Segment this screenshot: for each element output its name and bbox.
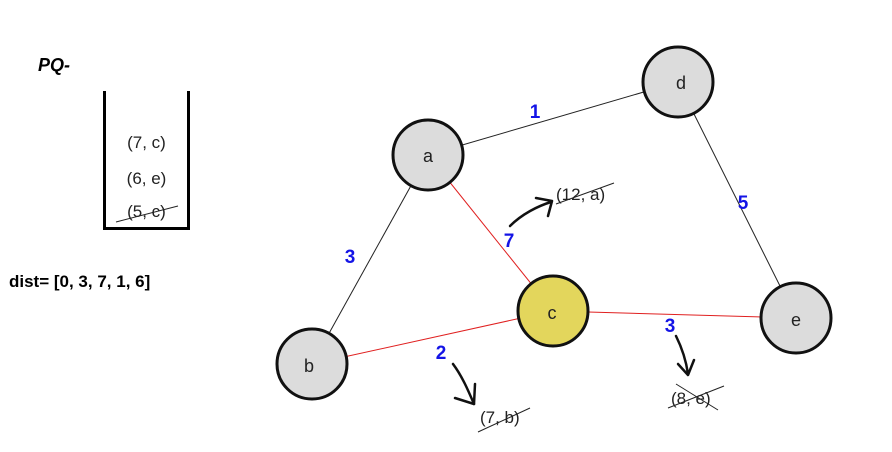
graph-node-d: d [641, 45, 715, 119]
pq-item-crossed: (5, c) [106, 202, 187, 223]
edge-weight-c-e: 3 [665, 316, 676, 337]
graph-node-e: e [759, 281, 833, 355]
edge-d-e [677, 81, 797, 319]
arrow-head-icon [676, 358, 696, 377]
edge-weight-a-b: 3 [345, 247, 356, 268]
graph-node-a: a [391, 118, 465, 192]
edge-weight-a-c: 7 [504, 231, 515, 252]
arrow-down-icon [451, 362, 476, 406]
strike-through-mark [675, 383, 719, 411]
edge-c-e [552, 310, 797, 319]
graph-node-b: b [275, 327, 349, 401]
strike-through-mark [115, 205, 179, 223]
pq-title: PQ- [38, 55, 71, 75]
edge-weight-d-e: 5 [738, 193, 749, 214]
dist-array: dist= [0, 3, 7, 1, 6] [9, 272, 151, 291]
priority-queue-box: (7, c) (6, e) (5, c) [103, 91, 190, 230]
edge-weight-a-d: 1 [530, 102, 541, 123]
edge-b-c [311, 310, 554, 365]
node-label: e [791, 310, 801, 330]
node-label: d [676, 73, 686, 93]
node-label: b [304, 356, 314, 376]
node-label: a [423, 146, 434, 166]
arrow-up-right-icon [508, 200, 553, 228]
strike-through-mark [477, 407, 531, 433]
arrow-head-icon [453, 382, 477, 406]
pq-item: (6, e) [126, 169, 167, 188]
annotation-crossed: (7, b) [477, 407, 531, 433]
strike-through-mark [555, 182, 615, 205]
arrow-head-icon [534, 196, 554, 218]
edge-a-b [311, 154, 429, 365]
edge-a-d [427, 81, 679, 156]
annotation-crossed: (8, e) [667, 383, 725, 411]
annotation-crossed: (12, a) [555, 182, 615, 205]
strike-through-mark [667, 385, 725, 409]
annotation-text: (7, b) [480, 408, 520, 427]
edge-weight-b-c: 2 [436, 343, 447, 364]
node-label: c [548, 303, 557, 323]
graph-node-c-current: c [516, 274, 590, 348]
pq-item: (7, c) [127, 133, 166, 152]
arrow-down-icon [674, 334, 690, 376]
